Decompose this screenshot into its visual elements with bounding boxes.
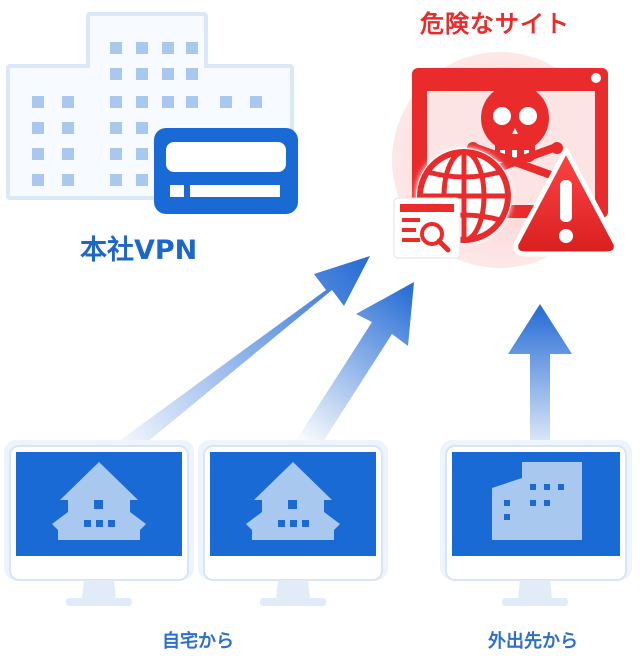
hq-vpn-label: 本社VPN: [80, 235, 198, 266]
warning-icon: [513, 147, 619, 257]
monitor-icon: [198, 440, 388, 606]
monitor-icon: [440, 440, 632, 606]
monitor-icon: [4, 440, 194, 606]
vpn-card-icon: [154, 128, 298, 214]
office-building-icon: [492, 462, 582, 540]
from-outside-label: 外出先から: [488, 631, 578, 652]
from-home-label: 自宅から: [162, 631, 234, 652]
house-icon: [52, 462, 146, 540]
danger-zone: [392, 52, 619, 268]
arrow-icon: [104, 256, 572, 466]
dangerous-site-label: 危険なサイト: [420, 10, 570, 38]
magnifier-doc-icon: [393, 197, 461, 259]
house-icon: [246, 462, 340, 540]
